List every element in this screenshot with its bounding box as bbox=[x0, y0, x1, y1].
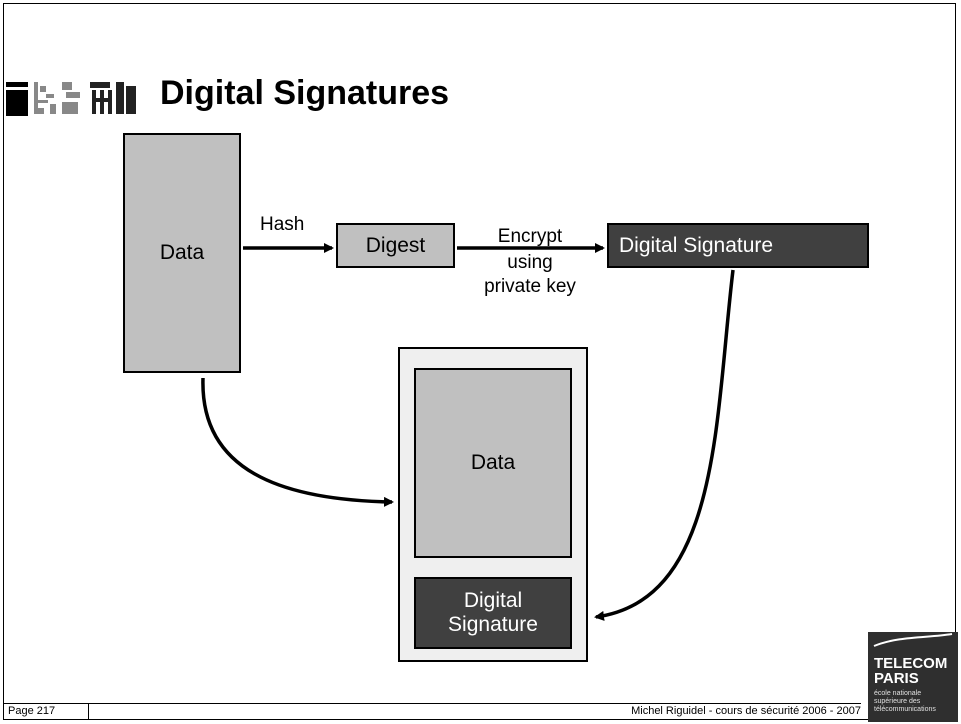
data-block-label: Data bbox=[159, 241, 205, 264]
encrypt-label-1: Encrypt bbox=[497, 226, 563, 247]
logo-line1: TELECOM bbox=[874, 655, 948, 672]
combined-signature-box: Digital Signature bbox=[414, 577, 572, 649]
digital-signature-box: Digital Signature bbox=[607, 223, 869, 268]
logo-sub1: école nationale bbox=[874, 690, 922, 697]
logo-line2: PARIS bbox=[874, 670, 919, 687]
logo-swoosh-icon bbox=[873, 633, 953, 647]
encrypt-label-3: private key bbox=[484, 276, 576, 297]
combined-data-label: Data bbox=[470, 451, 516, 474]
hash-label: Hash bbox=[260, 214, 305, 235]
page-number: Page 217 bbox=[3, 703, 89, 720]
page-title: Digital Signatures bbox=[160, 74, 450, 112]
logo-sub3: télécommunications bbox=[874, 706, 936, 713]
data-block: Data bbox=[123, 133, 241, 373]
slide-frame bbox=[3, 3, 956, 720]
footer-divider bbox=[3, 703, 861, 704]
data-to-panel-arrow bbox=[201, 377, 394, 507]
footer-credit: Michel Riguidel - cours de sécurité 2006… bbox=[631, 705, 861, 717]
signature-to-panel-arrow bbox=[594, 269, 735, 621]
digest-label: Digest bbox=[365, 233, 426, 257]
logo-sub2: supérieure des bbox=[874, 698, 921, 705]
encrypt-label-2: using bbox=[507, 252, 553, 273]
combined-signature-line2: Signature bbox=[448, 613, 538, 636]
digital-signature-label: Digital Signature bbox=[619, 233, 774, 257]
combined-data-box: Data bbox=[414, 368, 572, 558]
header-decoration-icon bbox=[6, 82, 136, 116]
telecom-paris-logo: TELECOM PARIS école nationale supérieure… bbox=[868, 632, 958, 722]
digest-box: Digest bbox=[336, 223, 455, 268]
combined-signature-line1: Digital bbox=[463, 589, 523, 612]
